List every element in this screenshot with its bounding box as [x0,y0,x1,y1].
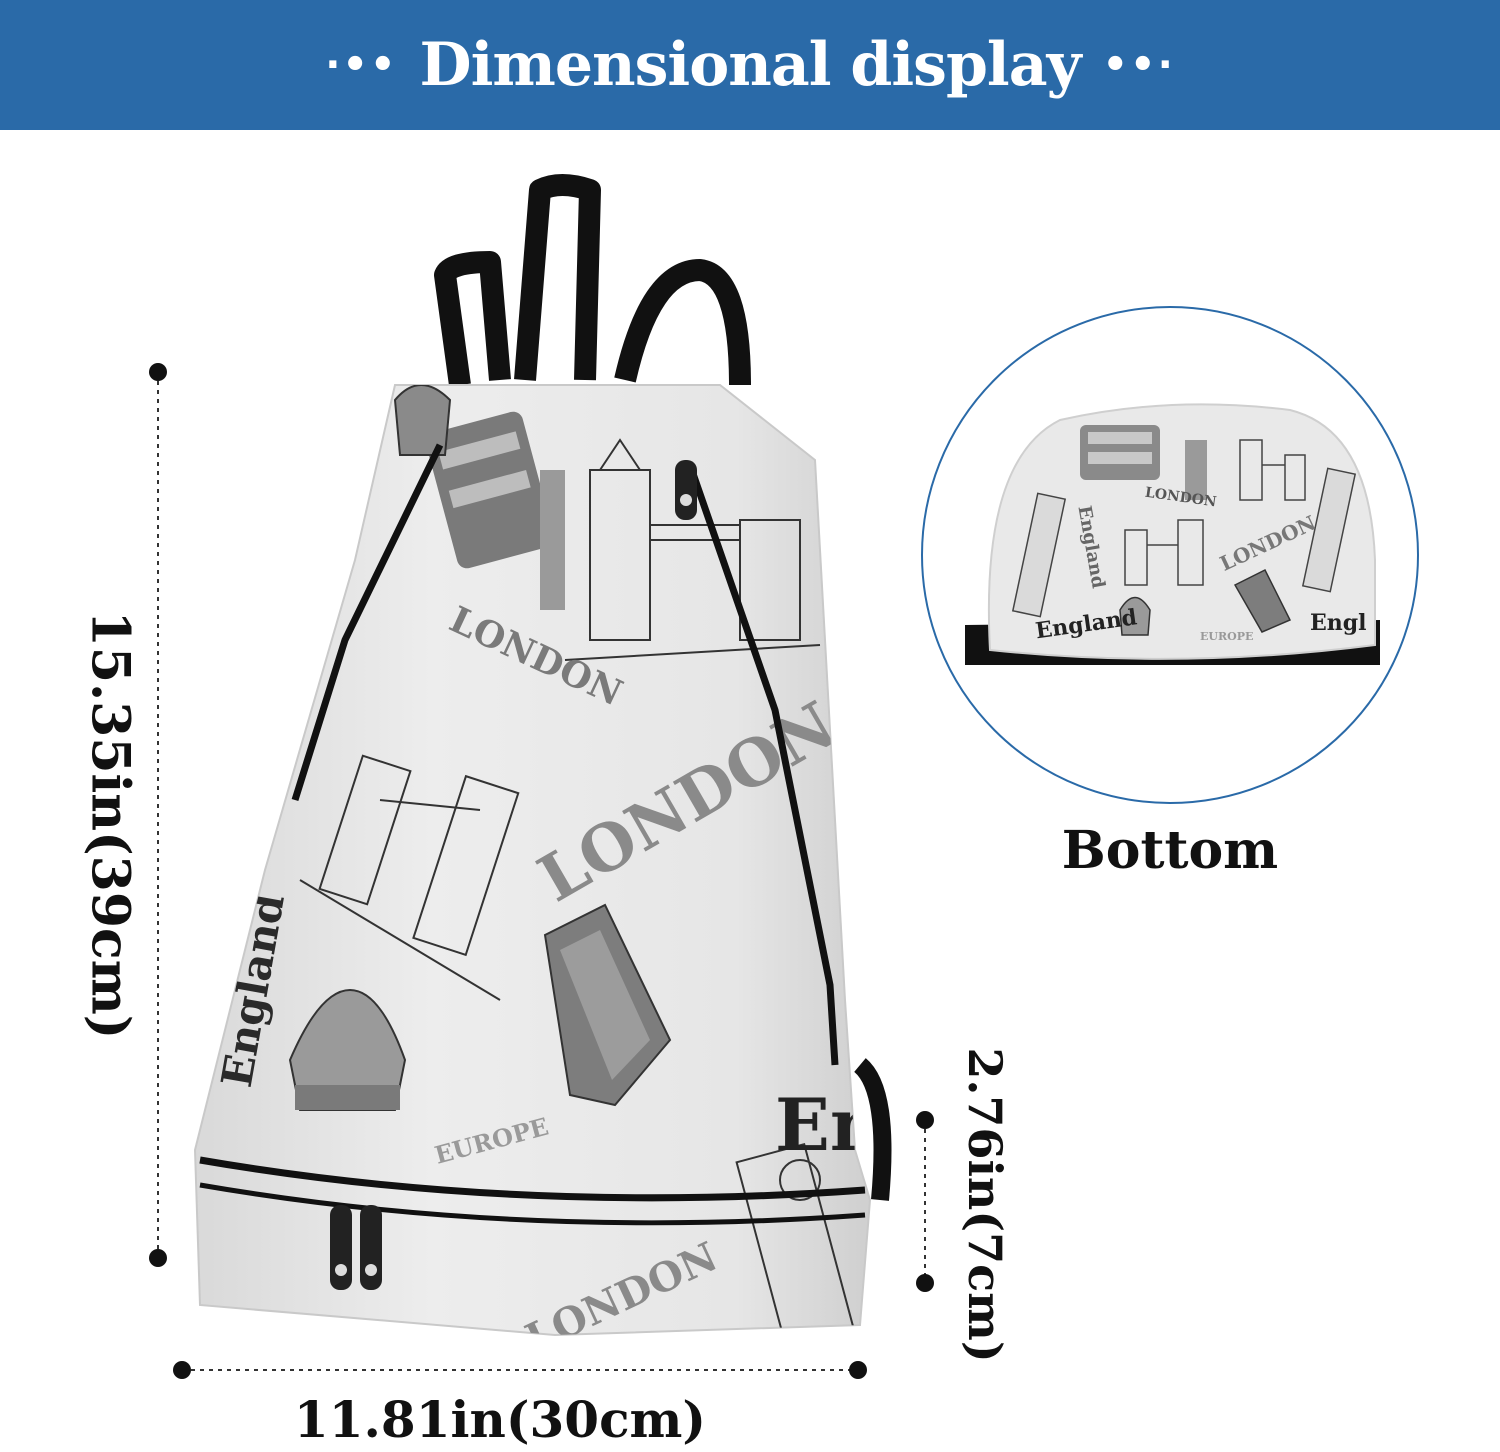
crown-drawing [1119,596,1151,636]
bottom-zipper [199,1156,866,1202]
big-ben-drawing [735,1142,855,1335]
pattern-word: EUROPE [1200,630,1253,643]
backpack-straps [434,174,751,387]
tower-bridge-drawing [299,754,520,1001]
height-dimension-label: 15.35in(39cm) [79,610,141,1040]
tower-bridge-drawing [1124,439,1306,586]
zipper-pull-icon [330,1205,382,1290]
guard-drawing [1185,440,1207,500]
phone-booth-drawing [543,903,672,1107]
banner-dots-right: ••· [1102,42,1175,88]
depth-dimension-label: 2.76in(7cm) [958,1047,1012,1363]
bottom-zipper-track [199,1182,866,1226]
depth-dimension-line [916,1111,934,1292]
header-banner: ·•• Dimensional display ••· [0,0,1500,130]
pattern-word: Engl [1310,610,1367,636]
height-dimension-line [149,363,167,1267]
guard-drawing [540,470,565,610]
crown-drawing [288,988,407,1111]
left-zipper [291,443,444,802]
right-zipper [686,463,839,1066]
width-dimension-line [173,1361,867,1379]
backpack-body: LONDON LONDON [193,384,892,1337]
bottom-view: LONDON LONDON England England Engl EUROP… [921,306,1419,804]
side-strap [853,1058,892,1201]
width-dimension-label: 11.81in(30cm) [293,1390,707,1449]
banner-dots-left: ·•• [325,42,398,88]
pattern-word: En [775,1082,882,1167]
zipper-pull-icon [675,460,697,520]
big-ben-drawing [1011,467,1357,618]
crown-drawing [393,385,452,456]
tower-bridge-drawing [564,438,821,661]
phone-booth-drawing [1233,568,1292,633]
banner-title: Dimensional display [419,30,1082,100]
bottom-view-label: Bottom [1061,820,1279,881]
